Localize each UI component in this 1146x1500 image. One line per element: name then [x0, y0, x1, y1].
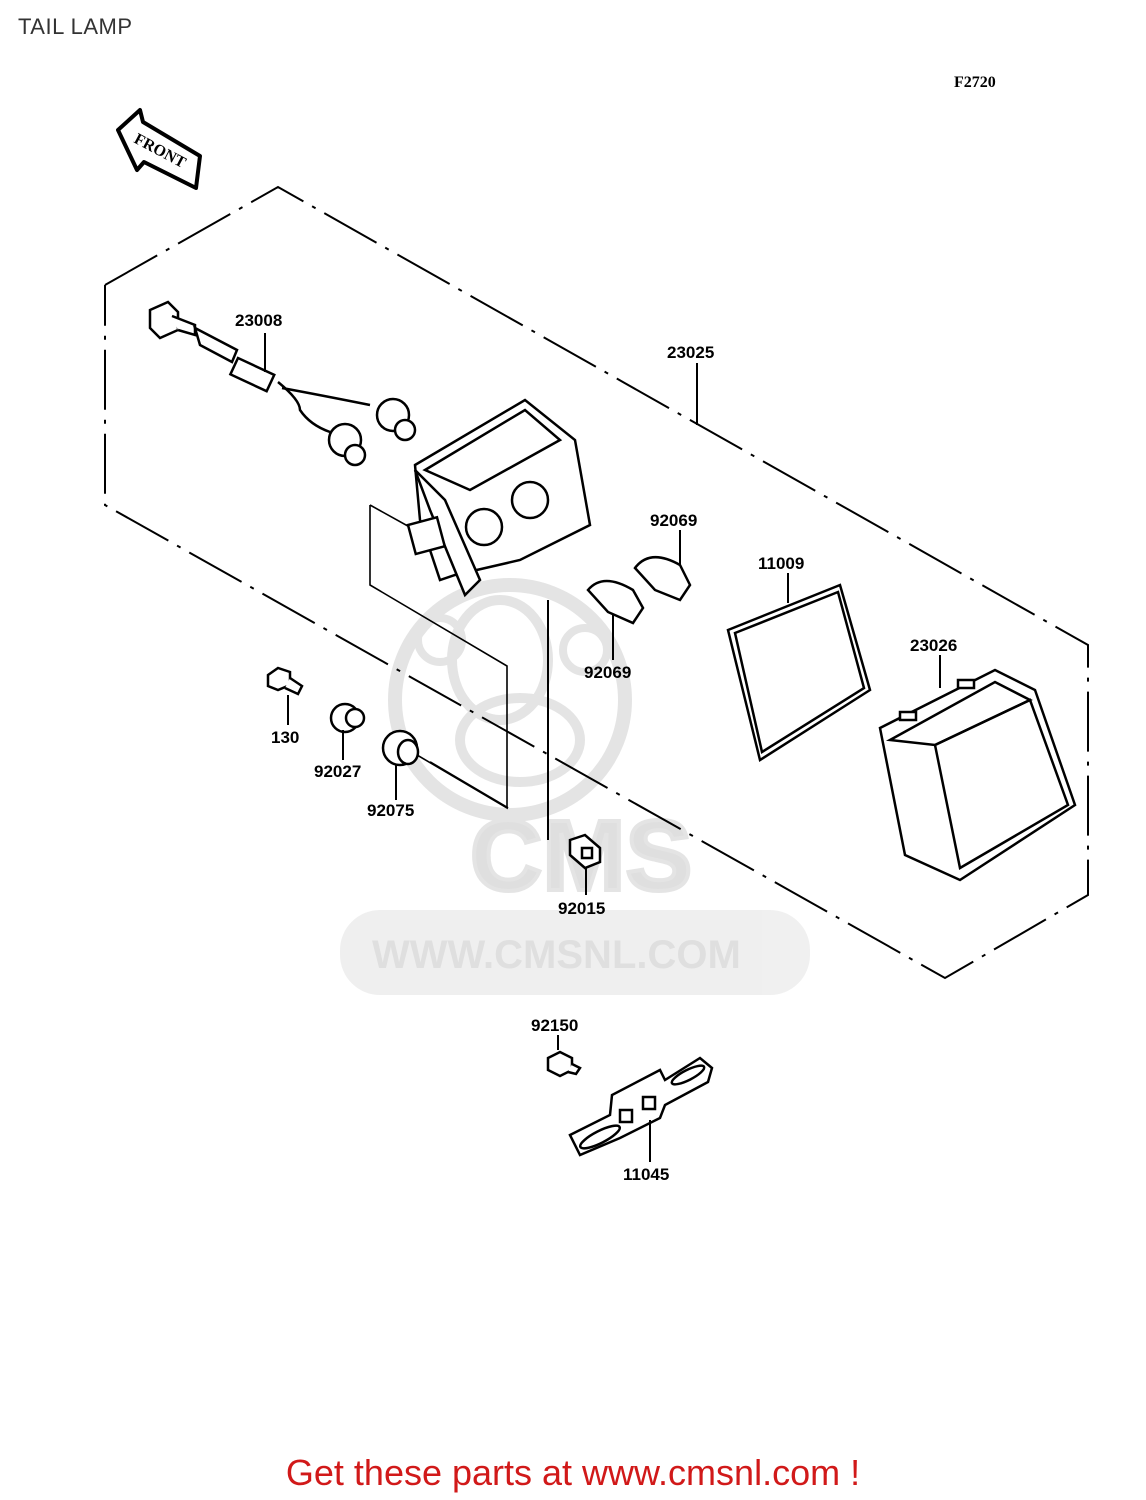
- cta-link[interactable]: www.cmsnl.com: [582, 1452, 841, 1493]
- collar: [329, 702, 366, 734]
- screw: [546, 1050, 582, 1078]
- bracket: [568, 1056, 714, 1157]
- watermark-url-text: WWW.CMSNL.COM: [372, 933, 741, 977]
- page-title: TAIL LAMP: [18, 14, 133, 39]
- lens: [878, 668, 1077, 882]
- part-label-23026: 23026: [910, 636, 957, 655]
- parts-diagram: CMS WWW.CMSNL.COM FRONT: [104, 108, 1089, 1184]
- part-label-23025: 23025: [667, 343, 714, 362]
- bulb-lower: [586, 579, 645, 625]
- wiring-harness: [148, 300, 417, 467]
- figure-code: F2720: [954, 74, 996, 91]
- part-label-92150: 92150: [531, 1016, 578, 1035]
- leader-lines: [264, 333, 941, 1162]
- part-label-92027: 92027: [314, 762, 361, 781]
- part-label-23008: 23008: [235, 311, 282, 330]
- gasket: [726, 583, 872, 762]
- lamp-housing: [406, 398, 592, 598]
- part-label-11045: 11045: [623, 1165, 669, 1184]
- front-arrow: FRONT: [116, 108, 202, 190]
- part-label-92015: 92015: [558, 899, 605, 918]
- cta-prefix: Get these parts at: [285, 1452, 583, 1493]
- part-label-92069-upper: 92069: [650, 511, 697, 530]
- bolt: [266, 666, 304, 696]
- part-label-130: 130: [271, 728, 299, 747]
- part-label-92069-lower: 92069: [584, 663, 631, 682]
- clip-nut: [568, 833, 602, 870]
- parts-cta: Get these parts at www.cmsnl.com !: [0, 1452, 1146, 1494]
- bulb-upper: [633, 556, 692, 602]
- part-label-11009: 11009: [758, 554, 804, 573]
- cta-suffix: !: [840, 1452, 861, 1493]
- part-label-92075: 92075: [367, 801, 414, 820]
- grommet: [381, 729, 420, 767]
- part-labels: 23008 23025 92069 11009 92069 23026 130 …: [235, 311, 957, 1184]
- watermark: CMS WWW.CMSNL.COM: [340, 578, 810, 995]
